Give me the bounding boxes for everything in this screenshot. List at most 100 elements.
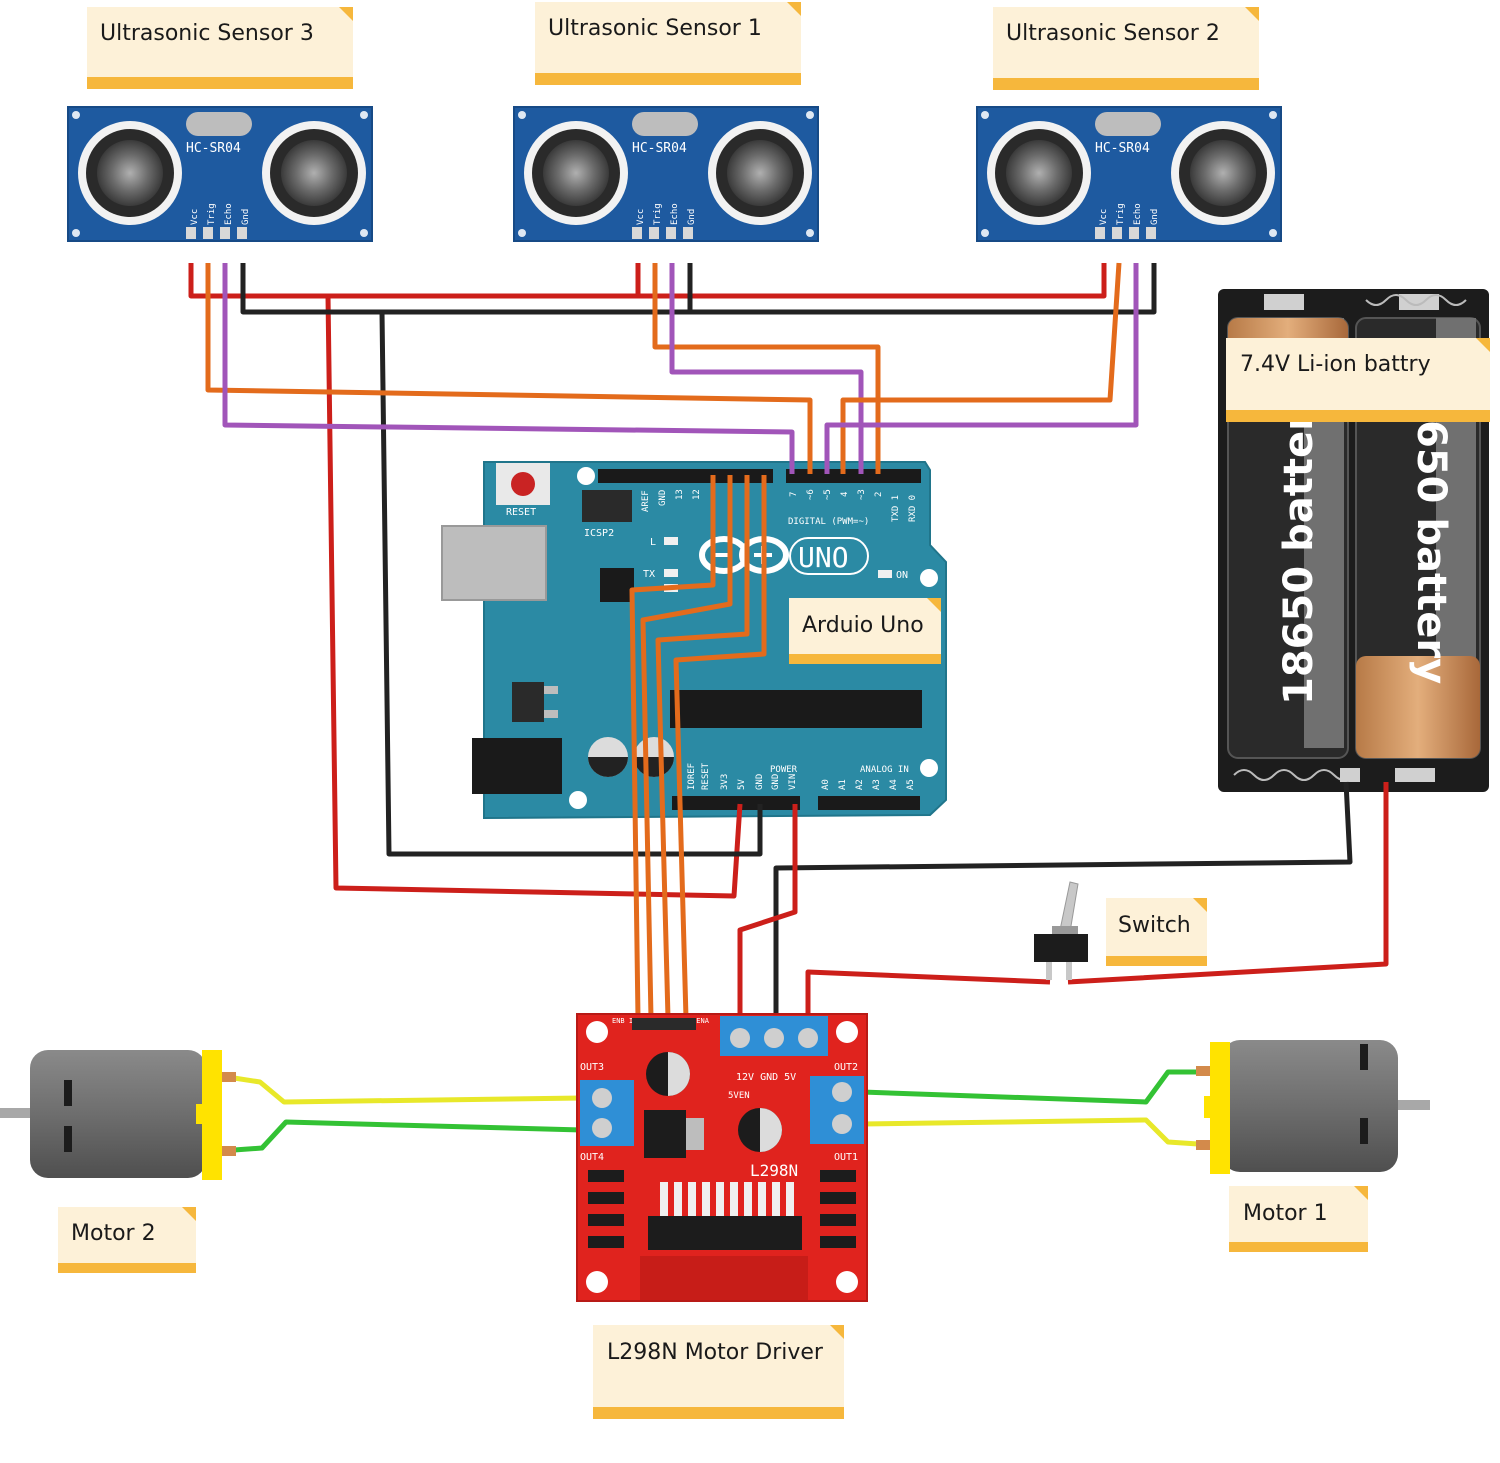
power-header bbox=[672, 796, 800, 810]
pin-label: 12 bbox=[692, 489, 702, 500]
wire-in2 bbox=[640, 475, 733, 1019]
arduino-uno-board: RESET ICSP2 AREF GND 13 12 7 ~6 ~5 4 ~3 … bbox=[441, 461, 947, 820]
wire-motor2-a bbox=[233, 1075, 583, 1105]
pin-label: RESET bbox=[701, 762, 711, 790]
driver-out1-label: OUT1 bbox=[834, 1152, 858, 1163]
pin-trig-label: Trig bbox=[207, 203, 217, 225]
pin-label: 4 bbox=[840, 492, 850, 497]
note-motor2: Motor 2 bbox=[58, 1207, 196, 1273]
driver-out2-label: OUT2 bbox=[834, 1062, 858, 1073]
pin-label: 3V3 bbox=[720, 774, 730, 790]
note-arduino-text: Arduio Uno bbox=[802, 613, 924, 638]
pin-label: GND bbox=[755, 774, 765, 790]
motor-2 bbox=[0, 1050, 236, 1180]
icsp-label: ICSP2 bbox=[584, 528, 614, 539]
wire-trig-s3 bbox=[205, 263, 813, 474]
pin-vcc-label: Vcc bbox=[636, 209, 646, 225]
digital-header-right bbox=[786, 469, 921, 483]
analog-label: ANALOG IN bbox=[860, 765, 909, 775]
pin-label: ~6 bbox=[806, 489, 816, 500]
note-sensor3-text: Ultrasonic Sensor 3 bbox=[100, 21, 314, 46]
pin-trig-label: Trig bbox=[1116, 203, 1126, 225]
wire-motor1-b bbox=[861, 1117, 1199, 1147]
pin-gnd-label: Gnd bbox=[241, 209, 251, 225]
driver-5ven-label: 5VEN bbox=[728, 1091, 750, 1101]
pin-trig-label: Trig bbox=[653, 203, 663, 225]
l298n-driver-board: ENB IN4 IN3 IN2 IN1 ENA 12V GND 5V 5VEN … bbox=[576, 1013, 868, 1302]
wire-vcc-bus bbox=[188, 263, 1107, 299]
pin-label: 7 bbox=[789, 492, 799, 497]
note-motor1-text: Motor 1 bbox=[1243, 1201, 1328, 1226]
pin-label: IOREF bbox=[687, 763, 697, 790]
led-l-label: L bbox=[650, 537, 656, 548]
note-motor2-text: Motor 2 bbox=[71, 1221, 156, 1246]
wire-vin bbox=[737, 804, 798, 1026]
motor-1 bbox=[1196, 1040, 1430, 1174]
note-arduino: Arduio Uno bbox=[789, 598, 941, 664]
battery-cell-left-label: 18650 battery bbox=[1276, 385, 1322, 705]
wire-batt-pos bbox=[1067, 782, 1389, 985]
note-sensor2: Ultrasonic Sensor 2 bbox=[993, 7, 1259, 90]
power-jack bbox=[472, 738, 562, 794]
ultrasonic-sensor-1: HC-SR04 Vcc Trig Echo Gnd bbox=[513, 106, 819, 242]
wire-switch-to-12v bbox=[805, 969, 1051, 1026]
driver-out3-label: OUT3 bbox=[580, 1062, 604, 1073]
driver-model-label: L298N bbox=[750, 1161, 798, 1180]
usb-port bbox=[442, 526, 546, 600]
pin-label: A2 bbox=[855, 779, 865, 790]
wire-vcc-to-5v bbox=[325, 295, 743, 899]
driver-power-labels: 12V GND 5V bbox=[736, 1072, 796, 1083]
battery-cell-right-label: 650 battery bbox=[1408, 420, 1454, 684]
wire-in4 bbox=[673, 475, 767, 1019]
note-sensor2-text: Ultrasonic Sensor 2 bbox=[1006, 21, 1220, 46]
wire-gnd-bus bbox=[240, 263, 1157, 315]
ultrasonic-sensor-2: HC-SR04 Vcc Trig Echo Gnd bbox=[976, 106, 1282, 242]
note-motor1: Motor 1 bbox=[1229, 1186, 1368, 1252]
microcontroller-chip bbox=[670, 690, 922, 728]
pin-vcc-label: Vcc bbox=[1099, 209, 1109, 225]
note-switch-text: Switch bbox=[1118, 913, 1191, 938]
note-battery-text: 7.4V Li-ion battry bbox=[1240, 352, 1431, 377]
pin-label: ~5 bbox=[823, 489, 833, 500]
note-switch: Switch bbox=[1106, 898, 1207, 966]
wire-echo-s3 bbox=[222, 263, 795, 474]
note-battery: 7.4V Li-ion battry bbox=[1226, 338, 1490, 422]
wire-in3 bbox=[655, 475, 750, 1019]
pin-label: A3 bbox=[872, 779, 882, 790]
pin-label: A1 bbox=[838, 779, 848, 790]
wire-trig-s2 bbox=[840, 262, 1122, 474]
wire-gnd-to-arduino bbox=[379, 311, 763, 857]
pin-echo-label: Echo bbox=[1133, 203, 1143, 225]
analog-header bbox=[818, 796, 920, 810]
pin-label: AREF bbox=[641, 490, 651, 512]
wire-batt-gnd bbox=[773, 781, 1353, 1026]
pin-label: RXD 0 bbox=[908, 495, 918, 522]
driver-out4-label: OUT4 bbox=[580, 1152, 604, 1163]
toggle-switch bbox=[1034, 881, 1088, 980]
wire-echo-s2 bbox=[824, 263, 1139, 474]
pin-echo-label: Echo bbox=[224, 203, 234, 225]
reset-label: RESET bbox=[506, 507, 536, 518]
heatsink bbox=[640, 1182, 808, 1300]
ultrasonic-sensor-3: HC-SR04 Vcc Trig Echo Gnd bbox=[67, 106, 373, 242]
led-on-label: ON bbox=[896, 570, 908, 581]
icsp-header bbox=[582, 490, 632, 522]
note-driver-text: L298N Motor Driver bbox=[607, 1340, 824, 1365]
power-label: POWER bbox=[770, 765, 798, 775]
pin-label: ~3 bbox=[857, 489, 867, 500]
sensor-model-label: HC-SR04 bbox=[186, 141, 241, 156]
pin-label: A0 bbox=[821, 779, 831, 790]
pin-vcc-label: Vcc bbox=[190, 209, 200, 225]
pin-label: A4 bbox=[889, 779, 899, 790]
pin-echo-label: Echo bbox=[670, 203, 680, 225]
note-sensor1: Ultrasonic Sensor 1 bbox=[535, 2, 801, 85]
pin-gnd-label: Gnd bbox=[1150, 209, 1160, 225]
pin-label: 5V bbox=[737, 779, 747, 790]
digital-label: DIGITAL (PWM=~) bbox=[788, 517, 869, 527]
wire-trig-s1 bbox=[652, 263, 881, 474]
pin-gnd-label: Gnd bbox=[687, 209, 697, 225]
led-tx-label: TX bbox=[643, 569, 655, 580]
wire-in1 bbox=[629, 475, 716, 1019]
pin-label: VIN bbox=[788, 774, 798, 790]
